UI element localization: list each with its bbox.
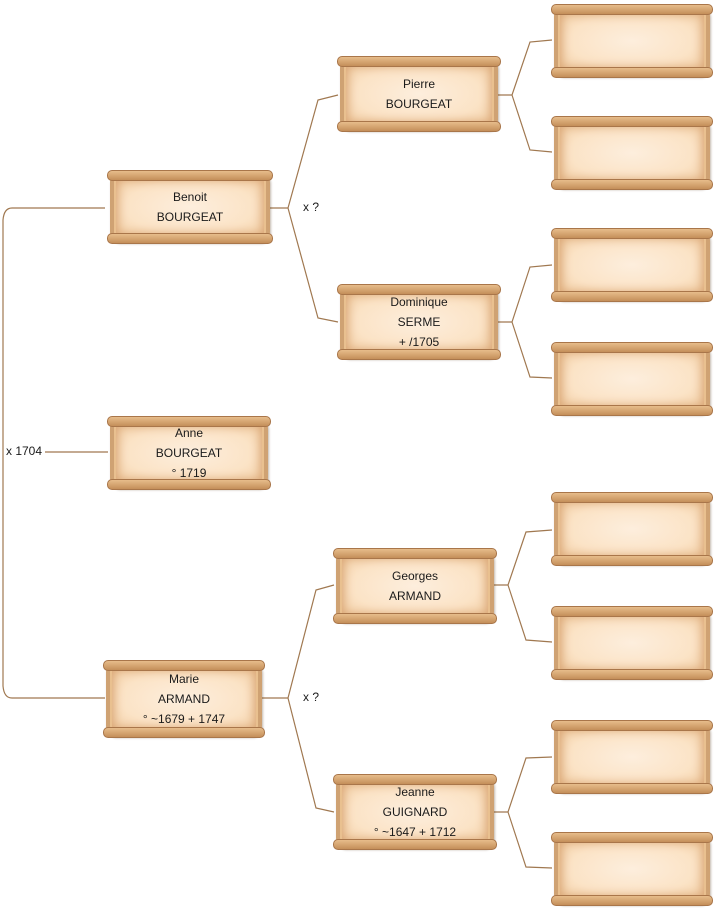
person-card-marie[interactable]: Marie ARMAND ° ~1679 + 1747 — [103, 660, 265, 738]
connector-georges-parents — [494, 529, 553, 643]
connector-jeanne-parents — [494, 756, 553, 869]
connector-dominique-parents — [498, 264, 553, 379]
marriage-label-parents: x 1704 — [6, 444, 43, 458]
person-card-jeanne[interactable]: Jeanne GUIGNARD ° ~1647 + 1712 — [333, 774, 497, 850]
person-last-name: ARMAND — [388, 589, 441, 603]
person-first-name: Benoit — [172, 190, 208, 204]
empty-person-card[interactable] — [551, 832, 713, 906]
empty-person-card[interactable] — [551, 116, 713, 190]
person-first-name: Georges — [391, 569, 439, 583]
marriage-label-paternal: x ? — [303, 200, 320, 214]
person-last-name: BOURGEAT — [156, 210, 224, 224]
person-card-pierre[interactable]: Pierre BOURGEAT — [337, 56, 501, 132]
person-dates: ° ~1647 + 1712 — [373, 825, 457, 839]
person-first-name: Dominique — [390, 295, 448, 309]
person-last-name: BOURGEAT — [155, 446, 223, 460]
person-last-name: BOURGEAT — [385, 97, 453, 111]
connector-marie-parents — [262, 584, 335, 813]
connector-parents — [2, 207, 105, 699]
empty-person-card[interactable] — [551, 606, 713, 680]
connector-benoit-parents — [270, 94, 339, 323]
person-card-benoit[interactable]: Benoit BOURGEAT — [107, 170, 273, 244]
person-first-name: Jeanne — [395, 785, 435, 799]
person-dates: + /1705 — [398, 335, 440, 349]
person-card-anne[interactable]: Anne BOURGEAT ° 1719 — [107, 416, 271, 490]
person-first-name: Anne — [174, 426, 204, 440]
empty-person-card[interactable] — [551, 228, 713, 302]
person-first-name: Marie — [168, 672, 199, 686]
person-last-name: SERME — [397, 315, 441, 329]
empty-person-card[interactable] — [551, 720, 713, 794]
person-first-name: Pierre — [402, 77, 435, 91]
person-card-georges[interactable]: Georges ARMAND — [333, 548, 497, 624]
person-last-name: ARMAND — [157, 692, 210, 706]
empty-person-card[interactable] — [551, 342, 713, 416]
person-card-dominique[interactable]: Dominique SERME + /1705 — [337, 284, 501, 360]
person-dates: ° ~1679 + 1747 — [142, 712, 226, 726]
empty-person-card[interactable] — [551, 4, 713, 78]
marriage-label-maternal: x ? — [303, 690, 320, 704]
connector-pierre-parents — [498, 39, 553, 153]
person-dates: ° 1719 — [171, 466, 207, 480]
empty-person-card[interactable] — [551, 492, 713, 566]
person-last-name: GUIGNARD — [382, 805, 448, 819]
